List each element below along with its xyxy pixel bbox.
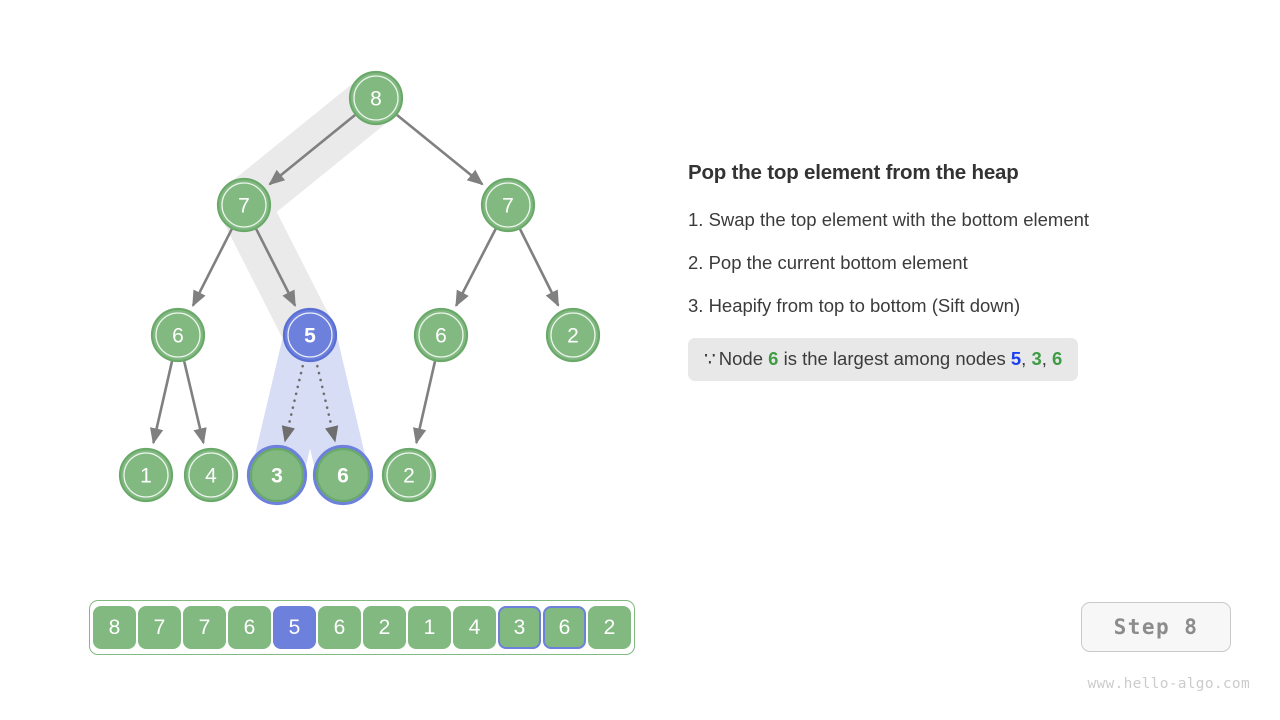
tree-node[interactable]: 4 (183, 447, 239, 503)
tree-node[interactable]: 6 (413, 307, 469, 363)
array-cell[interactable]: 6 (318, 606, 361, 649)
array-cell[interactable]: 8 (93, 606, 136, 649)
reason-candidate-2: 3 (1031, 347, 1042, 369)
tree-edge (413, 361, 437, 445)
because-symbol: ∵ (704, 347, 716, 369)
tree-edge (454, 228, 497, 308)
step-line-3: 3. Heapify from top to bottom (Sift down… (688, 294, 1021, 316)
tree-node[interactable]: 2 (381, 447, 437, 503)
array-cell[interactable]: 5 (273, 606, 316, 649)
tree-node[interactable]: 8 (348, 70, 404, 126)
reason-sep-1: , (1021, 347, 1032, 369)
step-badge: Step 8 (1081, 602, 1231, 652)
tree-edge (191, 228, 233, 307)
array-cell[interactable]: 4 (453, 606, 496, 649)
array-cell[interactable]: 3 (498, 606, 541, 649)
reason-candidate-1: 5 (1010, 347, 1022, 369)
tree-node-label: 1 (140, 465, 152, 488)
path-highlight-group (218, 72, 402, 501)
array-cell[interactable]: 7 (183, 606, 226, 649)
tree-edge (396, 113, 484, 186)
tree-node[interactable]: 7 (480, 177, 536, 233)
tree-node-label: 6 (172, 325, 184, 348)
reason-callout: ∵Node 6 is the largest among nodes 5, 3,… (688, 337, 1079, 381)
tree-edge (255, 228, 297, 307)
step-line-1: 1. Swap the top element with the bottom … (688, 208, 1090, 230)
tree-edge (281, 364, 304, 443)
tree-node-label: 2 (403, 465, 415, 488)
tree-node[interactable]: 7 (216, 177, 272, 233)
tree-edge (150, 361, 174, 445)
reason-prefix: Node (718, 347, 764, 369)
tree-node[interactable]: 3 (246, 444, 308, 506)
tree-node-label: 7 (502, 195, 514, 218)
array-cell[interactable]: 2 (588, 606, 631, 649)
tree-node-label: 6 (337, 465, 349, 488)
reason-subject-value: 6 (768, 347, 779, 369)
tree-node-label: 4 (205, 465, 217, 488)
tree-node-label: 5 (304, 325, 316, 348)
tree-edge (268, 113, 356, 186)
tree-node[interactable]: 6 (312, 444, 374, 506)
tree-svg: 8 7 7 6 5 6 2 1 4 3 6 2 (118, 70, 601, 506)
tree-node[interactable]: 2 (545, 307, 601, 363)
tree-edge (182, 360, 207, 445)
tree-node-label: 3 (271, 465, 283, 488)
page-title: Pop the top element from the heap (688, 161, 1019, 184)
tree-node[interactable]: 5 (282, 307, 338, 363)
array-cell[interactable]: 7 (138, 606, 181, 649)
step-line-2: 2. Pop the current bottom element (688, 251, 968, 273)
reason-sep-2: , (1041, 347, 1053, 369)
watermark: www.hello-algo.com (1087, 676, 1250, 692)
tree-node-label: 2 (567, 325, 579, 348)
tree-edge (316, 364, 339, 443)
tree-edge (518, 228, 560, 307)
tree-diagram: 8 7 7 6 5 6 2 1 4 3 6 2 (0, 0, 680, 560)
tree-node-group: 8 7 7 6 5 6 2 1 4 3 6 2 (118, 70, 601, 506)
array-cell[interactable]: 6 (228, 606, 271, 649)
array-cell[interactable]: 6 (543, 606, 586, 649)
array-cell[interactable]: 1 (408, 606, 451, 649)
reason-candidate-3: 6 (1052, 347, 1063, 369)
instruction-panel: Pop the top element from the heap 1. Swa… (688, 160, 1208, 381)
array-cell[interactable]: 2 (363, 606, 406, 649)
reason-middle: is the largest among nodes (783, 347, 1006, 369)
tree-node-label: 6 (435, 325, 447, 348)
tree-node-label: 8 (370, 88, 382, 111)
tree-edge-group (150, 113, 560, 445)
tree-node-label: 7 (238, 195, 250, 218)
tree-node[interactable]: 1 (118, 447, 174, 503)
tree-node[interactable]: 6 (150, 307, 206, 363)
